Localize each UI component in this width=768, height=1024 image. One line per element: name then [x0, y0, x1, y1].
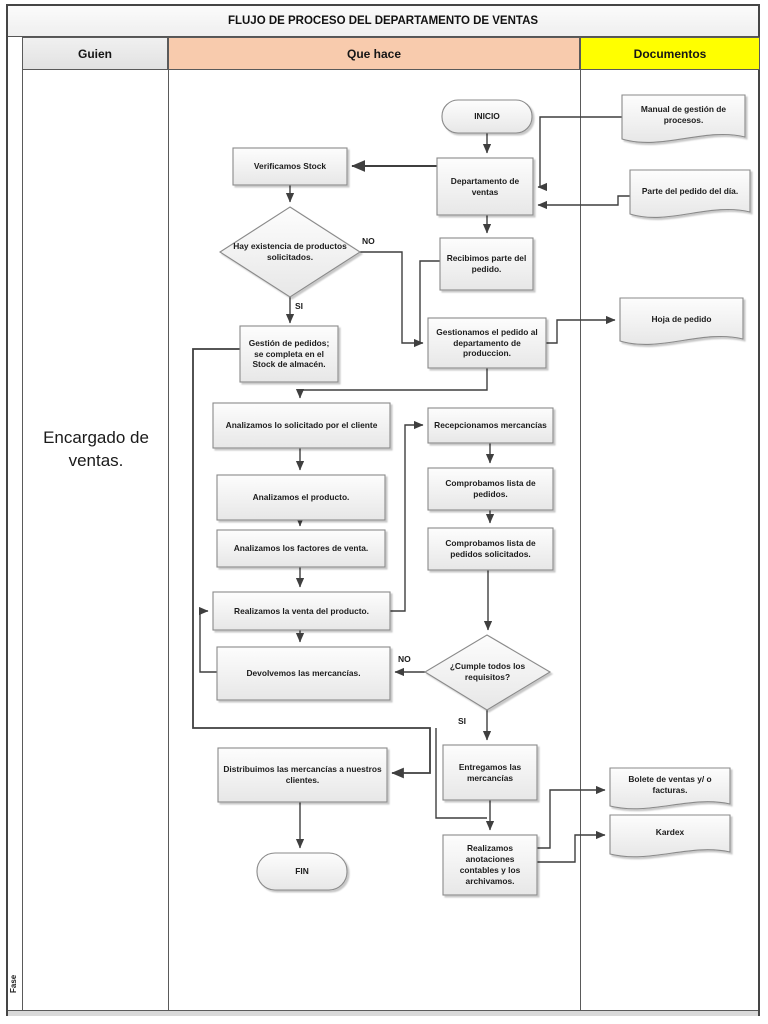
edge-venta-recepcionamos	[390, 420, 424, 612]
node-analizamos-producto: Analizamos el producto.	[252, 492, 350, 503]
shape-document-hoja	[619, 297, 744, 345]
node-decision-existencia: Hay existencia de productos solicitados.	[233, 241, 347, 262]
node-analizamos-factores: Analizamos los factores de venta.	[233, 543, 369, 554]
shape-process-realizamos-anotaciones	[442, 834, 538, 896]
edge-branch-anotaciones	[435, 728, 487, 819]
divider-guien-quehace	[168, 70, 169, 1010]
node-doc-hoja: Hoja de pedido	[651, 313, 712, 324]
node-recepcionamos: Recepcionamos mercancías	[434, 420, 547, 431]
shape-process-comprobamos-solicitados	[427, 527, 554, 571]
node-doc-kardex: Kardex	[655, 826, 685, 837]
shape-process-comprobamos-lista	[427, 467, 554, 511]
shape-document-parte	[629, 169, 751, 218]
node-verificamos: Verificamos Stock	[253, 161, 327, 172]
shape-process-recibimos	[439, 237, 534, 291]
shape-process-realizamos-venta	[212, 591, 391, 631]
node-entregamos: Entregamos las mercancías	[458, 761, 522, 783]
node-doc-bolete: Bolete de ventas y/ o facturas.	[628, 774, 712, 795]
shape-process-verificamos	[232, 147, 348, 186]
edge-gestionamos-hoja	[546, 315, 616, 344]
node-gestionamos: Gestionamos el pedido al departamento de…	[436, 326, 538, 359]
shape-process-analizamos-solicitado	[212, 402, 391, 449]
node-doc-parte: Parte del pedido del día.	[641, 185, 739, 196]
shape-process-analizamos-producto	[216, 474, 386, 521]
edge-devolvemos-venta-loop	[198, 606, 217, 673]
edge-anotaciones-kardex	[537, 830, 606, 863]
node-doc-manual: Manual de gestión de procesos.	[640, 104, 727, 125]
connectors	[192, 116, 630, 863]
shape-process-recepcionamos	[427, 407, 554, 444]
edge-parte-departamento	[537, 195, 630, 210]
shape-terminator-fin	[256, 852, 348, 891]
edge-gestionamos-analizamos	[295, 368, 488, 399]
shape-terminator-inicio	[441, 99, 533, 134]
shape-decision-existencia	[218, 206, 362, 298]
shape-document-bolete	[609, 767, 731, 810]
node-decision-cumple: ¿Cumple todos los requisitos?	[449, 661, 526, 682]
edge-manual-departamento	[537, 116, 622, 192]
fase-band-divider	[22, 37, 23, 1010]
node-comprobamos-lista: Comprobamos lista de pedidos.	[445, 478, 536, 499]
edge-gestion-distribuimos	[192, 348, 431, 779]
shapes	[212, 94, 751, 896]
shape-process-gestionamos	[427, 317, 547, 369]
shape-process-departamento	[436, 157, 534, 216]
edge-label-si-existencia: SI	[295, 301, 304, 311]
edge-anotaciones-bolete	[537, 785, 606, 849]
shape-process-devolvemos	[216, 646, 391, 701]
edge-label-no-existencia: NO	[362, 236, 375, 246]
divider-quehace-documentos	[580, 70, 581, 1010]
edge-label-si-cumple: SI	[458, 716, 467, 726]
node-recibimos: Recibimos parte del pedido.	[446, 253, 527, 274]
shape-document-manual	[621, 94, 746, 143]
node-devolvemos: Devolvemos las mercancías.	[246, 668, 361, 679]
node-departamento: Departamento de ventas	[450, 175, 520, 197]
bottom-strip	[8, 1010, 758, 1016]
lane-actor-label: Encargado de ventas.	[43, 428, 149, 470]
node-realizamos-venta: Realizamos la venta del producto.	[234, 605, 369, 616]
shape-decision-cumple	[423, 634, 552, 711]
node-realizamos-anotaciones: Realizamos anotaciones contables y los a…	[459, 843, 521, 886]
column-header-que-hace: Que hace	[168, 37, 580, 70]
shape-process-distribuimos	[217, 747, 388, 803]
node-distribuimos: Distribuimos las mercancías a nuestros c…	[223, 764, 382, 785]
node-fin: FIN	[295, 866, 309, 877]
node-gestion: Gestión de pedidos; se completa en el St…	[248, 337, 330, 370]
node-analizamos-solicitado: Analizamos lo solicitado por el cliente	[225, 420, 378, 431]
edge-no-existencia	[360, 251, 424, 348]
edge-recibimos-gestionamos	[419, 260, 440, 343]
shape-process-entregamos	[442, 744, 538, 801]
edge-label-no-cumple: NO	[398, 654, 411, 664]
column-header-guien: Guien	[22, 37, 168, 70]
node-comprobamos-solicitados: Comprobamos lista de pedidos solicitados…	[445, 538, 536, 559]
shape-process-gestion	[239, 325, 339, 383]
shape-process-analizamos-factores	[216, 529, 386, 568]
shape-document-kardex	[609, 814, 731, 858]
column-header-documentos: Documentos	[580, 37, 760, 70]
node-inicio: INICIO	[474, 111, 500, 122]
